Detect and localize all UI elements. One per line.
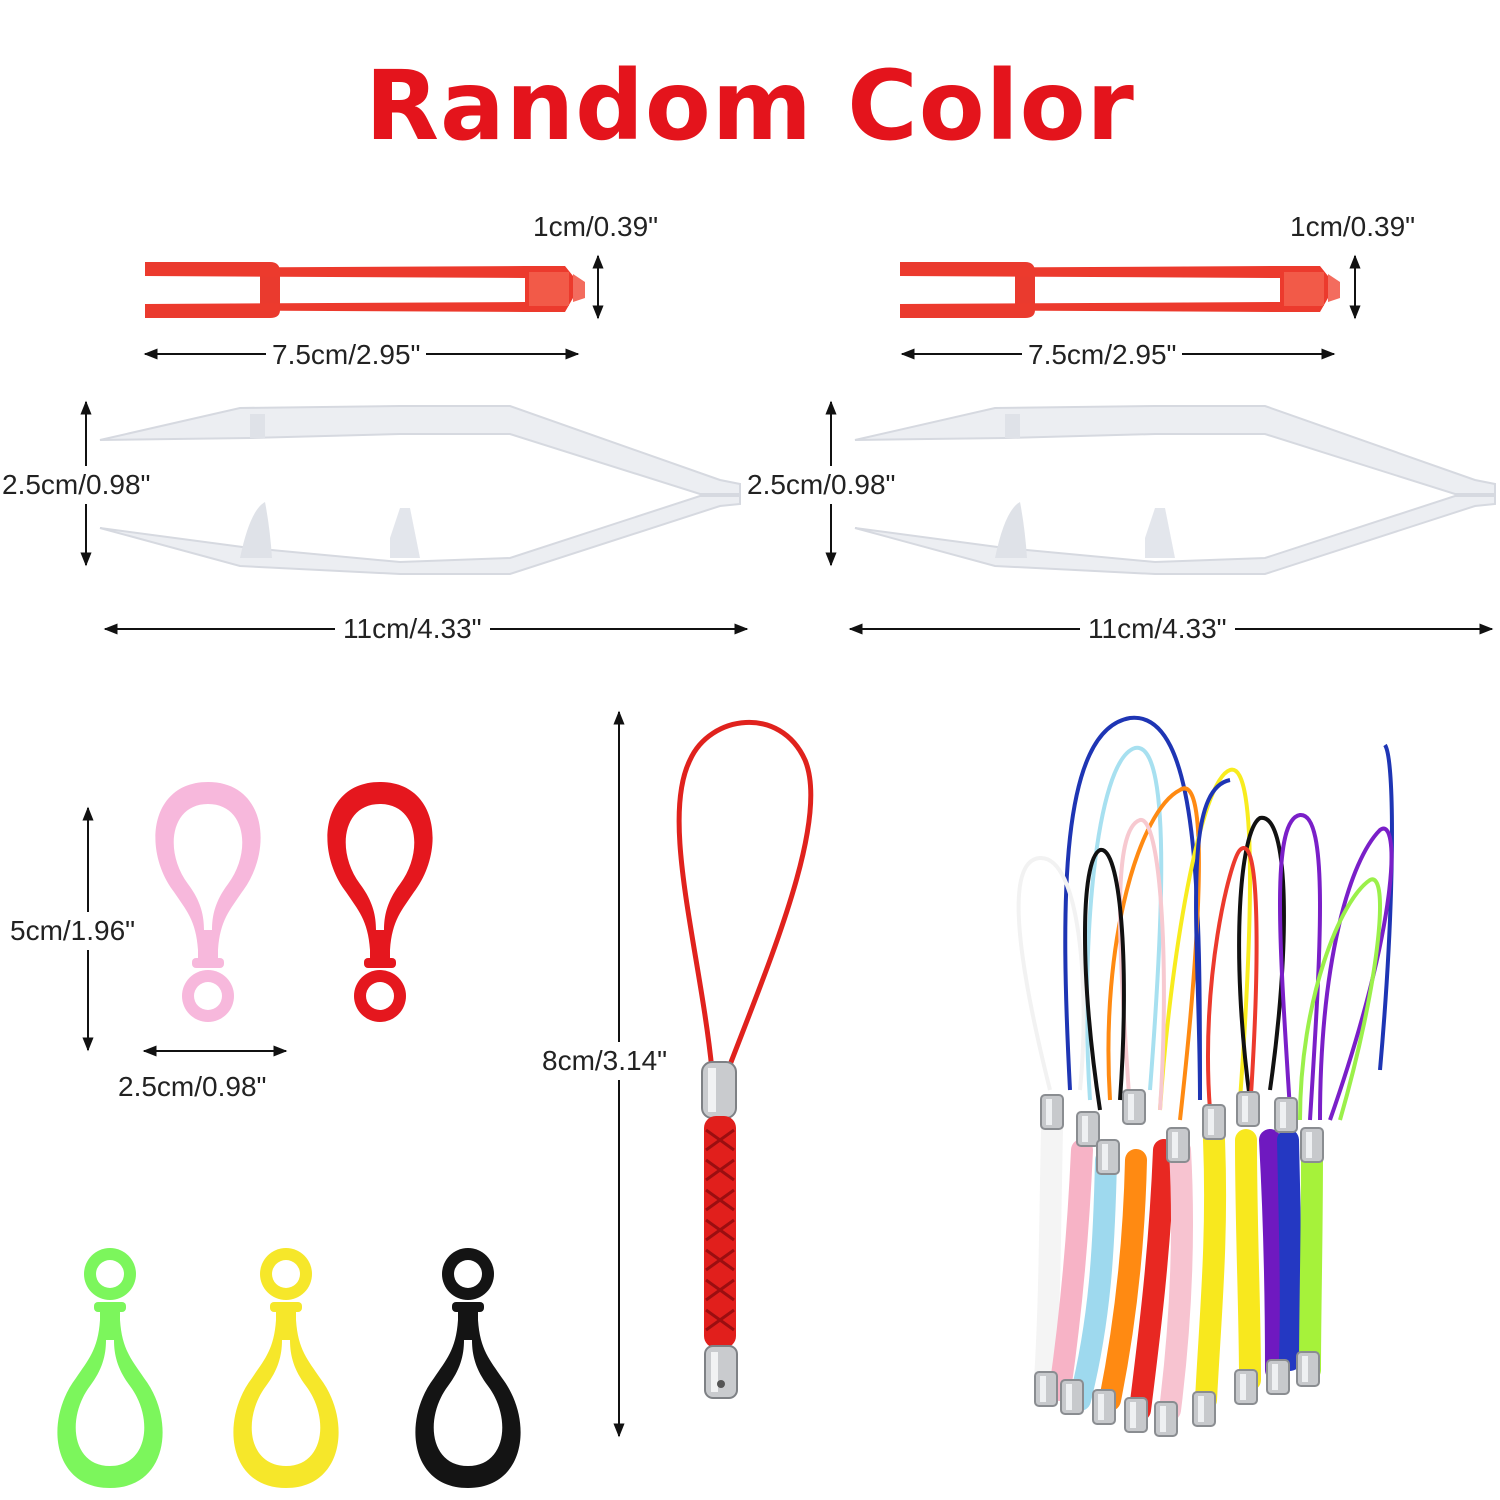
red-lanyard-strap [676, 720, 814, 1399]
clip-height-label: 5cm/1.96" [10, 912, 136, 950]
large-tweezers-left [99, 405, 741, 575]
small-tweezers-height-label-right: 1cm/0.39" [1290, 210, 1416, 244]
large-tweezers-length-label-left: 11cm/4.33" [335, 612, 490, 646]
large-tweezers-length-label-right: 11cm/4.33" [1080, 612, 1235, 646]
lanyard-length-label: 8cm/3.14" [542, 1042, 668, 1080]
small-tweezers-height-label-left: 1cm/0.39" [533, 210, 659, 244]
pink-clip-hook [155, 782, 261, 1022]
yellow-clip-hook [233, 1248, 339, 1488]
red-clip-hook [327, 782, 433, 1022]
large-tweezers-right [854, 405, 1496, 575]
black-clip-hook [415, 1248, 521, 1488]
large-tweezers-height-label-right: 2.5cm/0.98" [747, 466, 896, 504]
small-tweezers-length-label-left: 7.5cm/2.95" [266, 338, 427, 372]
green-clip-hook [57, 1248, 163, 1488]
lanyard-strap-bundle [1016, 715, 1394, 1121]
clip-width-label: 2.5cm/0.98" [118, 1070, 267, 1104]
lanyard-strap-bundle-braids [1034, 1119, 1323, 1421]
small-tweezers-right [900, 262, 1340, 318]
large-tweezers-height-label-left: 2.5cm/0.98" [2, 466, 151, 504]
small-tweezers-left [145, 262, 585, 318]
small-tweezers-length-label-right: 7.5cm/2.95" [1022, 338, 1183, 372]
page-title: Random Color [365, 50, 1135, 162]
